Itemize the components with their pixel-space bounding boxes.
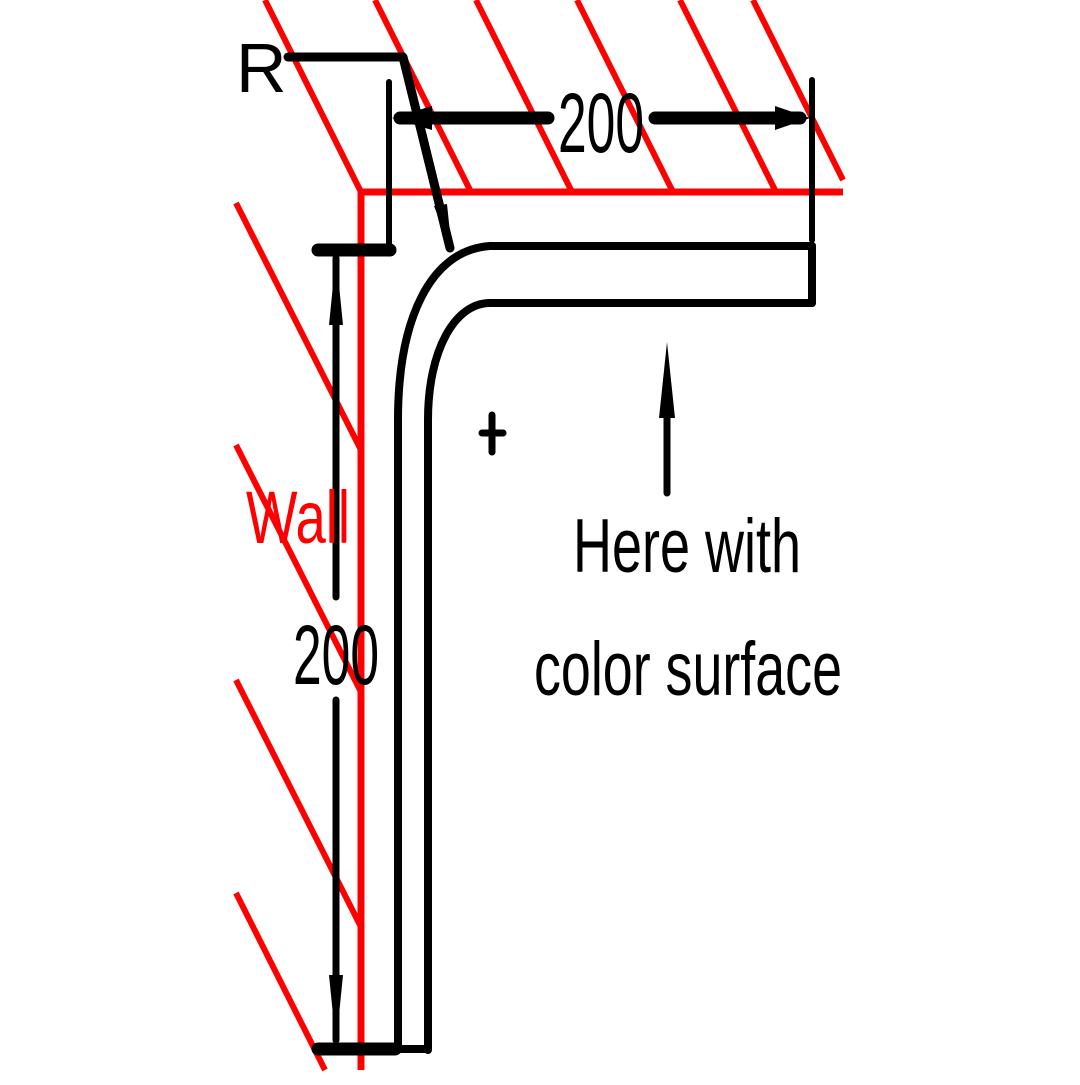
annotation-arrowhead-icon	[659, 342, 675, 418]
horizontal-dimension-label: 200	[558, 76, 644, 170]
wall-left-hatching	[233, 201, 364, 1072]
arrowhead-up-icon	[329, 255, 343, 325]
wall-label: Wall	[246, 476, 350, 559]
annotation-line-2: color surface	[534, 627, 842, 712]
annotation-line-1: Here with	[573, 504, 801, 589]
radius-callout: R	[236, 29, 455, 253]
profile-section	[394, 242, 816, 1054]
vertical-dimension-label: 200	[293, 608, 379, 702]
profile-outer-edge	[394, 242, 816, 1054]
wall	[233, 0, 846, 1072]
arrowhead-right-icon	[775, 106, 810, 130]
color-surface-annotation: Here with color surface	[534, 342, 842, 712]
wall-top-hatching	[262, 0, 846, 194]
profile-inner-edge	[424, 299, 816, 1054]
radius-leader-line	[283, 52, 455, 253]
arrowhead-down-icon	[329, 975, 343, 1045]
radius-arrowhead-icon	[434, 204, 452, 252]
center-mark-icon	[478, 411, 507, 456]
vertical-dimension: 200	[293, 243, 402, 1056]
radius-label: R	[236, 29, 287, 107]
